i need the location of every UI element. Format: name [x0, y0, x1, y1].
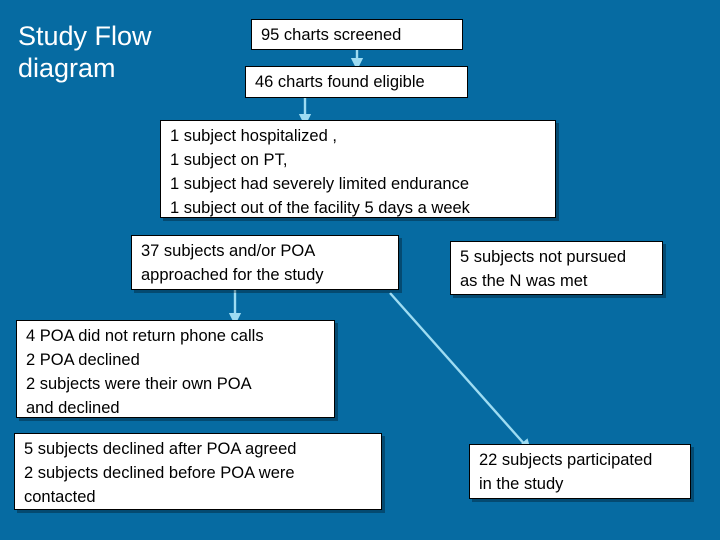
node-participated[interactable]: 22 subjects participated in the study — [469, 444, 691, 499]
arrow-approached-to-participated — [389, 292, 532, 452]
node-exclusions[interactable]: 1 subject hospitalized , 1 subject on PT… — [160, 120, 556, 218]
page-title: Study Flow diagram — [18, 21, 152, 83]
node-poa-no-response[interactable]: 4 POA did not return phone calls 2 POA d… — [16, 320, 335, 418]
node-not-pursued[interactable]: 5 subjects not pursued as the N was met — [450, 241, 663, 295]
node-charts-screened[interactable]: 95 charts screened — [251, 19, 463, 50]
node-charts-eligible[interactable]: 46 charts found eligible — [245, 66, 468, 98]
node-approached[interactable]: 37 subjects and/or POA approached for th… — [131, 235, 399, 290]
node-subjects-declined[interactable]: 5 subjects declined after POA agreed 2 s… — [14, 433, 382, 510]
